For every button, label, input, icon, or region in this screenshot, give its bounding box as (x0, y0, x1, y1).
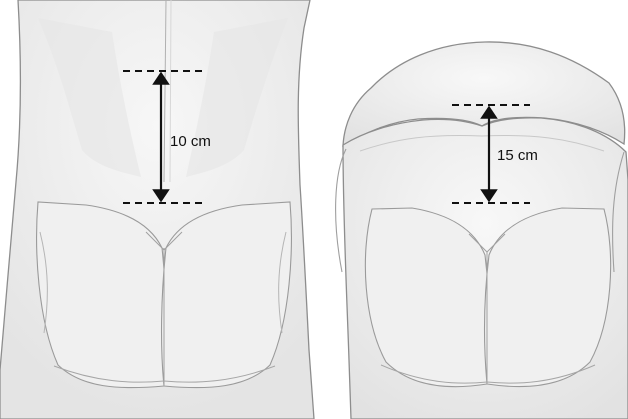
right-measurement-label: 15 cm (497, 147, 538, 164)
left-measurement-label: 10 cm (170, 133, 211, 150)
right-figure: 15 cm (336, 42, 628, 419)
left-buttock-left (37, 202, 167, 388)
left-figure: 10 cm (0, 0, 314, 419)
left-buttock-right (162, 202, 292, 388)
right-buttock-right (485, 208, 611, 387)
